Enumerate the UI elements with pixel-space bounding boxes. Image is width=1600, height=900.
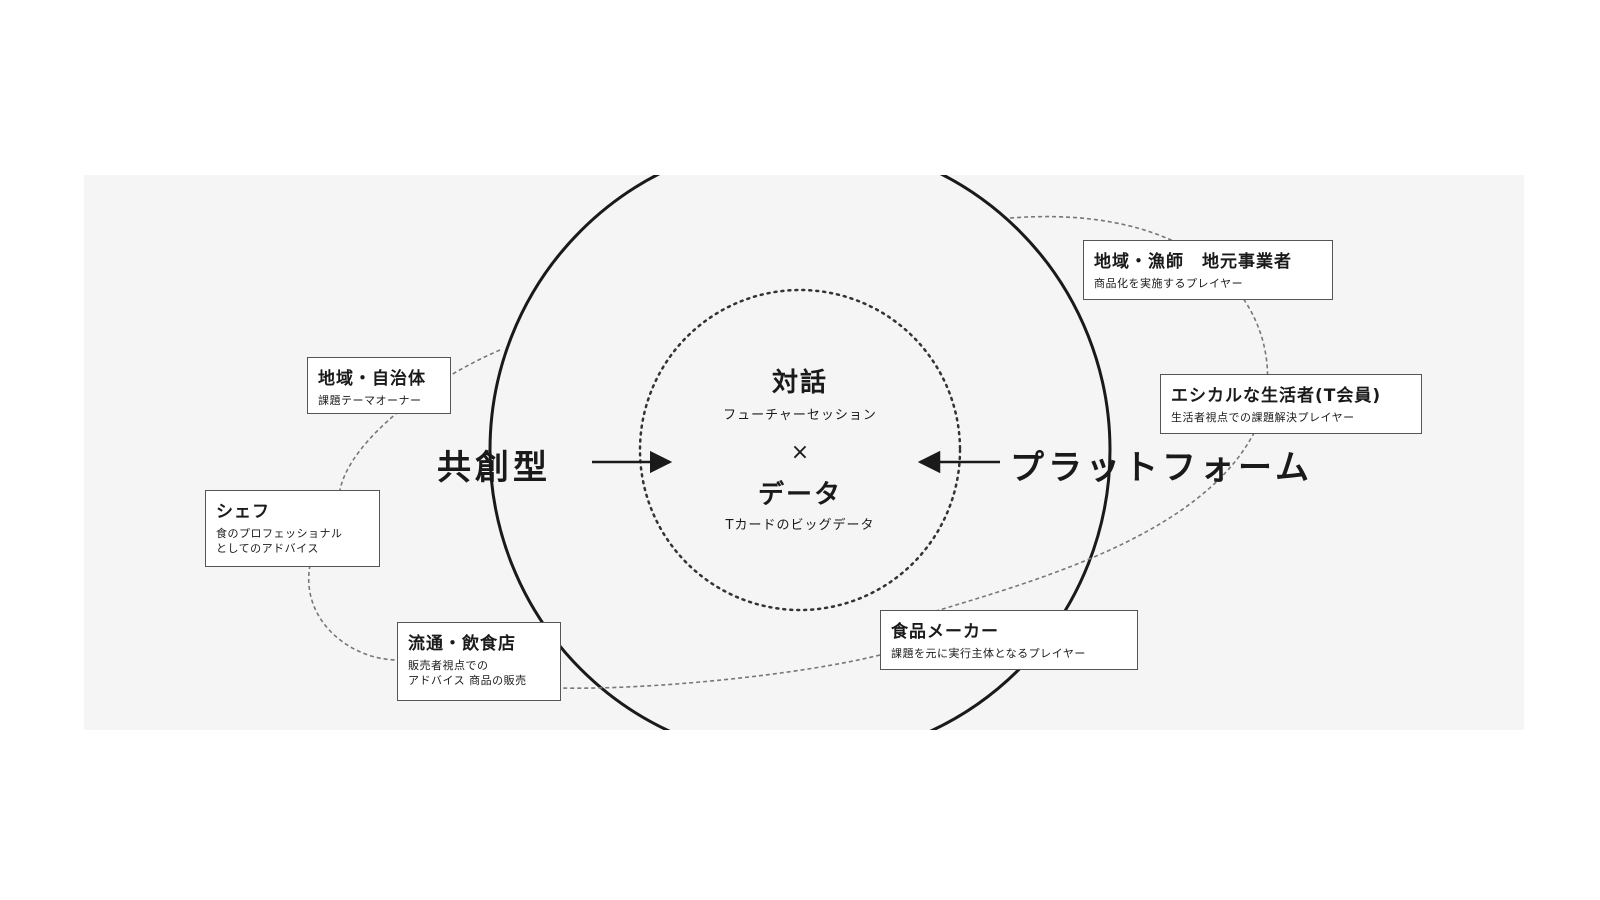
label-kyosogata: 共創型 [437, 448, 551, 488]
node-title: 食品メーカー [891, 622, 999, 642]
node-chef: シェフ 食のプロフェッショナル としてのアドバイス [205, 490, 380, 567]
node-sub-line1: 販売者視点での [408, 659, 489, 672]
center-top-title: 対話 [771, 368, 828, 398]
node-local-fishermen: 地域・漁師 地元事業者 商品化を実施するプレイヤー [1083, 240, 1333, 300]
node-distribution-restaurant: 流通・飲食店 販売者視点での アドバイス 商品の販売 [397, 622, 561, 701]
center-bottom-sub: Tカードのビッグデータ [725, 518, 875, 533]
label-platform: プラットフォーム [1010, 448, 1313, 488]
node-sub-line2: アドバイス 商品の販売 [408, 674, 527, 687]
node-sub-line1: 食のプロフェッショナル [216, 527, 343, 540]
node-title: エシカルな生活者(T会員) [1171, 386, 1382, 406]
node-food-manufacturer: 食品メーカー 課題を元に実行主体となるプレイヤー [880, 610, 1138, 670]
node-sub: 課題テーマオーナー [318, 394, 422, 407]
node-sub: 課題を元に実行主体となるプレイヤー [891, 647, 1086, 660]
center-operator: × [790, 440, 810, 465]
outer-circle [488, 175, 1112, 730]
node-sub: 商品化を実施するプレイヤー [1094, 277, 1244, 290]
node-local-government: 地域・自治体 課題テーマオーナー [307, 357, 451, 414]
node-title: 地域・自治体 [318, 369, 426, 389]
node-sub: 生活者視点での課題解決プレイヤー [1171, 411, 1355, 424]
inner-dotted-circle [638, 288, 962, 612]
center-top-sub: フューチャーセッション [723, 408, 877, 423]
node-title: 流通・飲食店 [408, 634, 516, 654]
node-sub-line2: としてのアドバイス [216, 542, 319, 555]
node-title: 地域・漁師 地元事業者 [1094, 252, 1292, 272]
center-bottom-title: データ [757, 480, 842, 510]
node-title: シェフ [216, 502, 270, 522]
node-ethical-consumers: エシカルな生活者(T会員) 生活者視点での課題解決プレイヤー [1160, 374, 1422, 434]
